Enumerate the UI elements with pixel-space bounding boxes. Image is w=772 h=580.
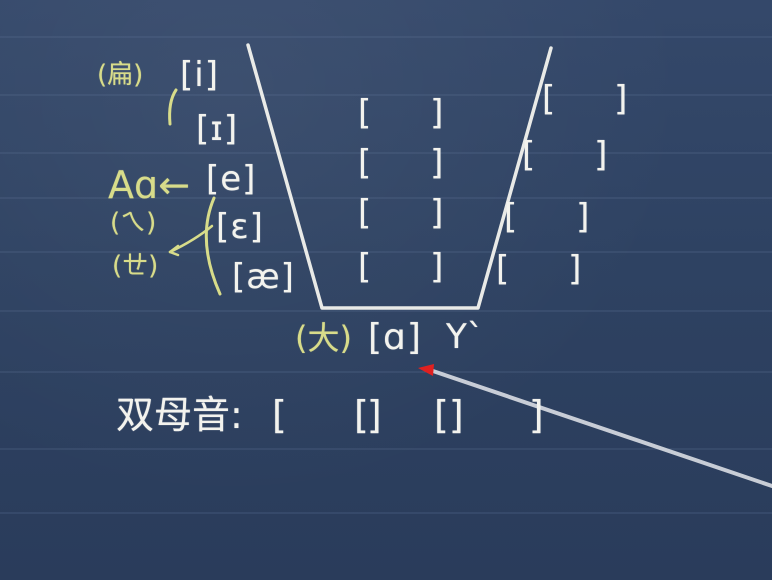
middle-slot-2: [ ] [358, 143, 468, 183]
middle-slot-3: [ ] [358, 193, 468, 233]
diphthong-label: 双母音: [116, 393, 243, 437]
diphthong-slot-2: [ ] [354, 393, 498, 437]
pointer-stick [428, 368, 772, 488]
right-slot-2: [ ] [522, 135, 632, 175]
vowel-e: [e] [206, 159, 257, 199]
yellow-arrow-head [168, 244, 180, 257]
yellow-bracket-top [168, 88, 178, 126]
bopomofo-eh-note: (ㄝ) [112, 251, 159, 281]
bopomofo-da-note: (大) [295, 319, 352, 357]
diphthong-slot-3: [ ] [434, 393, 578, 437]
diphthong-slot-1: [ ] [272, 393, 416, 437]
right-slot-4: [ ] [496, 249, 606, 289]
vowel-i: [i] [180, 55, 219, 95]
vowel-open-e: [ɛ] [216, 207, 264, 247]
flat-note: (扁) [97, 60, 144, 90]
vowel-ae: [æ] [232, 257, 295, 297]
vowel-small-i: [ɪ] [196, 109, 239, 149]
ya-note: Y` [446, 317, 484, 357]
vowel-funnel-outline [246, 43, 553, 310]
middle-slot-4: [ ] [358, 247, 468, 287]
right-slot-3: [ ] [504, 197, 614, 237]
yellow-bracket-left [204, 196, 222, 296]
right-slot-1: [ ] [542, 79, 652, 119]
a-letters-note: Aɑ← [108, 163, 190, 207]
bopomofo-ei-note: (ㄟ) [110, 208, 157, 238]
middle-slot-1: [ ] [358, 93, 468, 133]
pointer-tip [418, 364, 434, 376]
vowel-a: [ɑ] [368, 317, 422, 358]
